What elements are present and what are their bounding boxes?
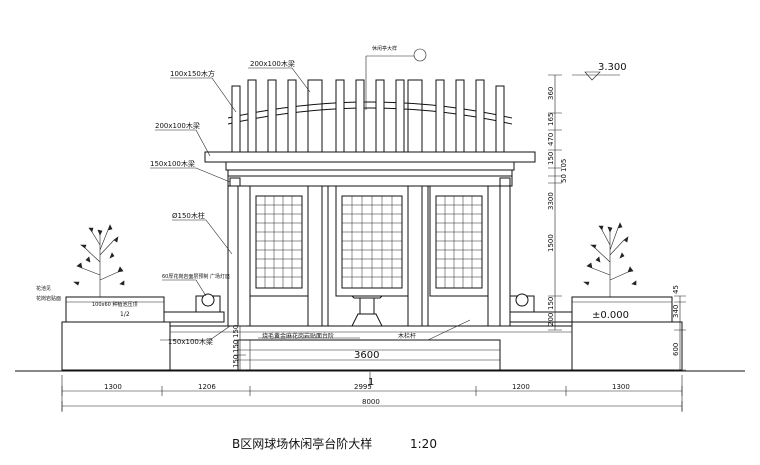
label-steps-note: 烧毛黄金麻花岗岩贴面台阶	[262, 332, 334, 340]
label-beam-100x150: 100x150木方	[170, 69, 215, 78]
dim-1300-left: 1300	[104, 383, 122, 391]
dim-360: 360	[547, 87, 555, 100]
right-lamp	[509, 293, 535, 313]
label-lamp: 60厚花岗岩面层预制 广场灯座	[162, 273, 230, 280]
right-shrub	[583, 222, 637, 297]
step-dimensions	[234, 325, 246, 371]
label-beam-150x100-b: 150x100木梁	[168, 337, 213, 346]
platform-base	[61, 321, 683, 371]
label-beam-150x100-a: 150x100木梁	[150, 159, 195, 168]
dim-step-2: 150	[232, 340, 240, 353]
roof-rafters	[231, 79, 505, 153]
dim-1200: 1200	[512, 383, 530, 391]
left-lamp	[195, 293, 221, 313]
label-balustrade: 木栏杆	[398, 332, 416, 340]
dim-600: 600	[672, 343, 680, 356]
title-text: B区网球场休闲亭台阶大样	[232, 436, 372, 451]
label-top-marker: 休闲亭大样	[372, 45, 397, 52]
vertical-dimension-text: 360 165 470 150 105 50 3300 1500 150 200…	[232, 87, 680, 368]
dim-105: 105	[560, 159, 568, 172]
dim-total: 8000	[362, 398, 380, 406]
label-planter-a: 100x60 种植池压顶	[92, 301, 137, 308]
dim-1500: 1500	[547, 234, 555, 252]
left-planter	[65, 296, 225, 323]
dim-470: 470	[547, 133, 555, 146]
leader-lines	[150, 48, 601, 341]
dim-3300: 3300	[547, 192, 555, 210]
dim-2995: 2995	[354, 383, 372, 391]
drawing-title: B区网球场休闲亭台阶大样 1:20	[232, 436, 437, 451]
right-dimensions	[548, 74, 686, 371]
dim-150-b: 150	[547, 297, 555, 310]
label-beam-200x100-top: 200x100木梁	[250, 59, 295, 68]
dim-step-3: 150	[232, 355, 240, 368]
dim-1300-right: 1300	[612, 383, 630, 391]
label-width-3600: 3600	[354, 350, 379, 361]
dim-50: 50	[560, 174, 568, 183]
label-left-note-b: 花岗岩贴面	[36, 295, 61, 302]
dim-150: 150	[547, 152, 555, 165]
annotation-text: 100x150木方 200x100木梁 200x100木梁 150x100木梁 …	[36, 45, 629, 388]
dim-step-1: 150	[232, 325, 240, 338]
dim-200: 200	[547, 313, 555, 326]
dim-165: 165	[547, 113, 555, 126]
horizontal-dimensions	[61, 372, 683, 412]
horizontal-dimension-text: 1300 1206 2995 1200 1300 8000	[104, 383, 630, 406]
axis-mark: 1	[368, 377, 374, 388]
label-beam-200x100: 200x100木梁	[155, 121, 200, 130]
scale-text: 1:20	[410, 437, 437, 451]
dim-340: 340	[672, 305, 680, 318]
label-level-top: 3.300	[598, 62, 627, 73]
label-left-note-a: 花池见	[36, 285, 51, 292]
dim-45: 45	[672, 285, 680, 294]
label-post: Ø150木柱	[172, 211, 205, 220]
right-planter	[489, 296, 673, 323]
lattice-screens	[249, 185, 489, 297]
label-planter-b: 1/2	[120, 311, 130, 318]
dim-1206: 1206	[198, 383, 216, 391]
left-shrub	[73, 224, 125, 297]
label-level-base: ±0.000	[592, 310, 629, 321]
